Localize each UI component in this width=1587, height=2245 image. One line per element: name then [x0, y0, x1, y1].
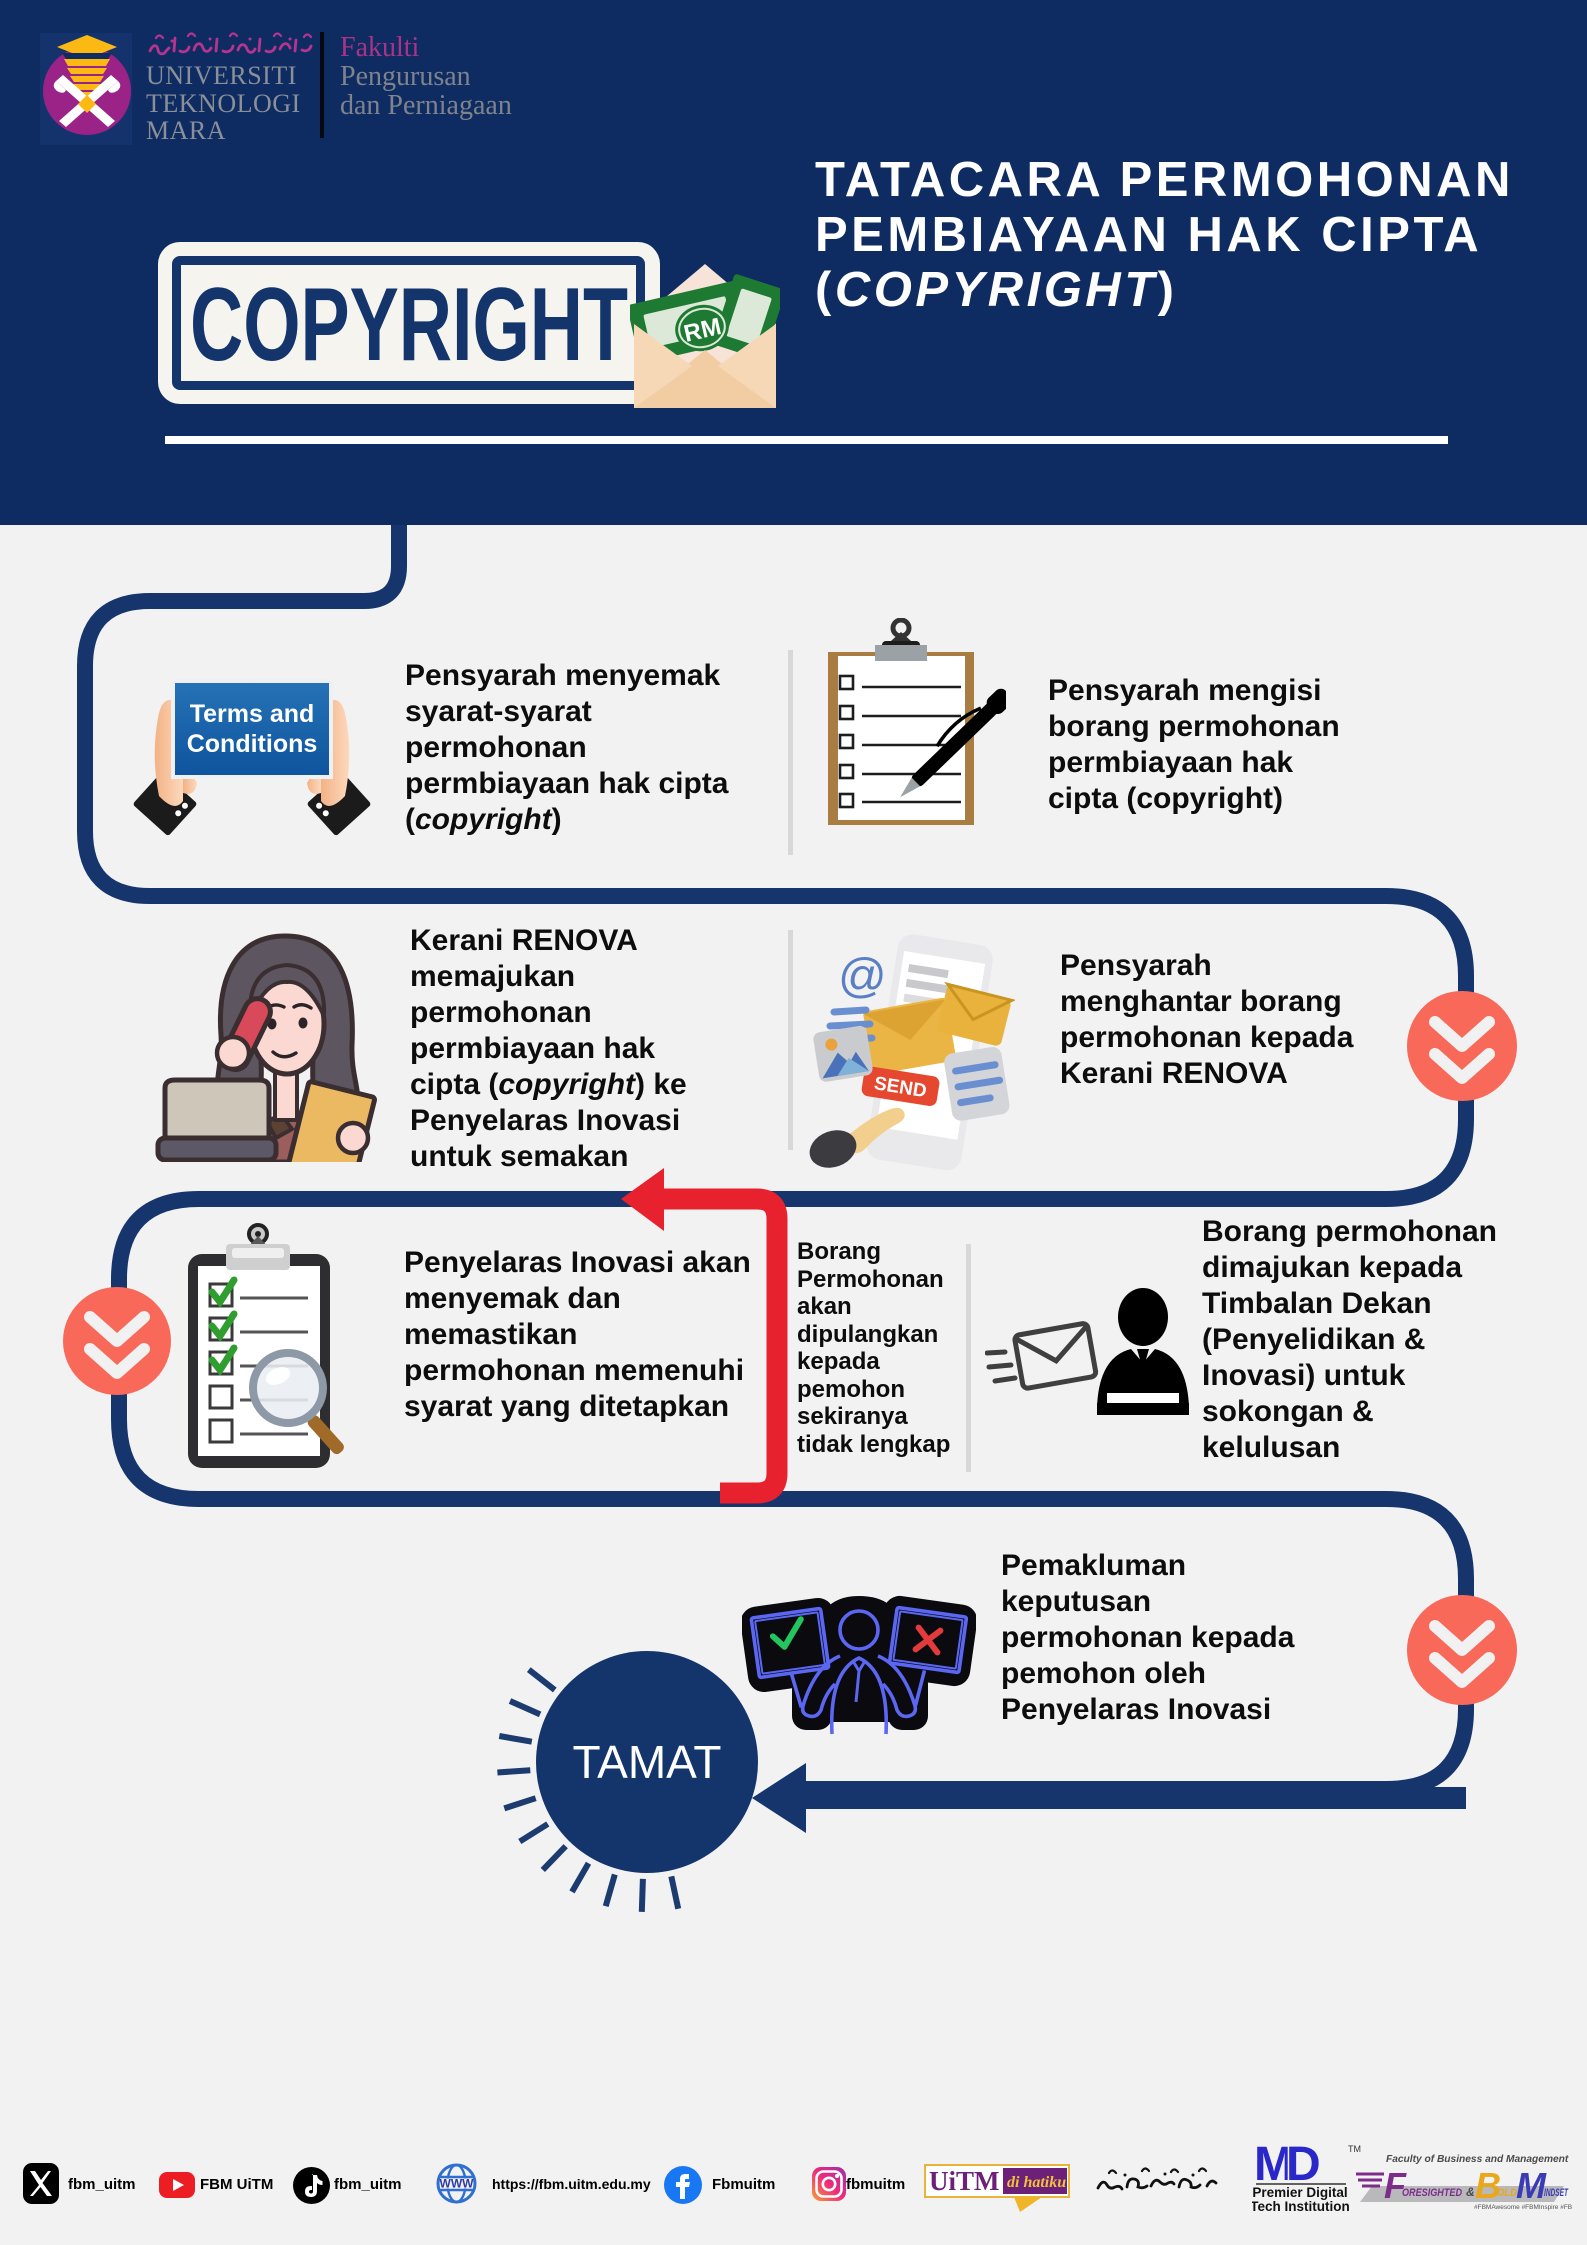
- svg-text:TM: TM: [1348, 2144, 1361, 2154]
- svg-text:INDSET: INDSET: [1544, 2187, 1569, 2199]
- svg-text:COPYRIGHT: COPYRIGHT: [190, 267, 628, 383]
- svg-text:Tech Institution: Tech Institution: [1252, 2199, 1350, 2214]
- svg-text:ORESIGHTED: ORESIGHTED: [1402, 2187, 1462, 2199]
- svg-text:B: B: [1475, 2165, 1501, 2206]
- svg-text:#FBMAwesome #FBMInspire #FBMTo: #FBMAwesome #FBMInspire #FBMTopNotch: [1474, 2204, 1572, 2211]
- svg-text:Premier Digital: Premier Digital: [1252, 2185, 1347, 2200]
- svg-text:D: D: [1286, 2138, 1321, 2191]
- svg-text:WWW: WWW: [440, 2177, 475, 2191]
- svg-text:&: &: [1466, 2185, 1475, 2199]
- svg-text:OLD: OLD: [1497, 2187, 1517, 2199]
- svg-text:@: @: [838, 950, 887, 1003]
- svg-text:di hatiku: di hatiku: [1007, 2174, 1066, 2191]
- svg-text:F: F: [1384, 2165, 1407, 2206]
- svg-text:Faculty of Business and Manage: Faculty of Business and Management: [1386, 2154, 1569, 2165]
- svg-text:M: M: [1254, 2138, 1294, 2191]
- svg-text:M: M: [1516, 2165, 1547, 2206]
- svg-text:UiTM: UiTM: [929, 2166, 1000, 2196]
- svg-text:TAMAT: TAMAT: [572, 1736, 721, 1788]
- svg-text:Conditions: Conditions: [187, 730, 318, 758]
- svg-text:Terms and: Terms and: [190, 700, 315, 728]
